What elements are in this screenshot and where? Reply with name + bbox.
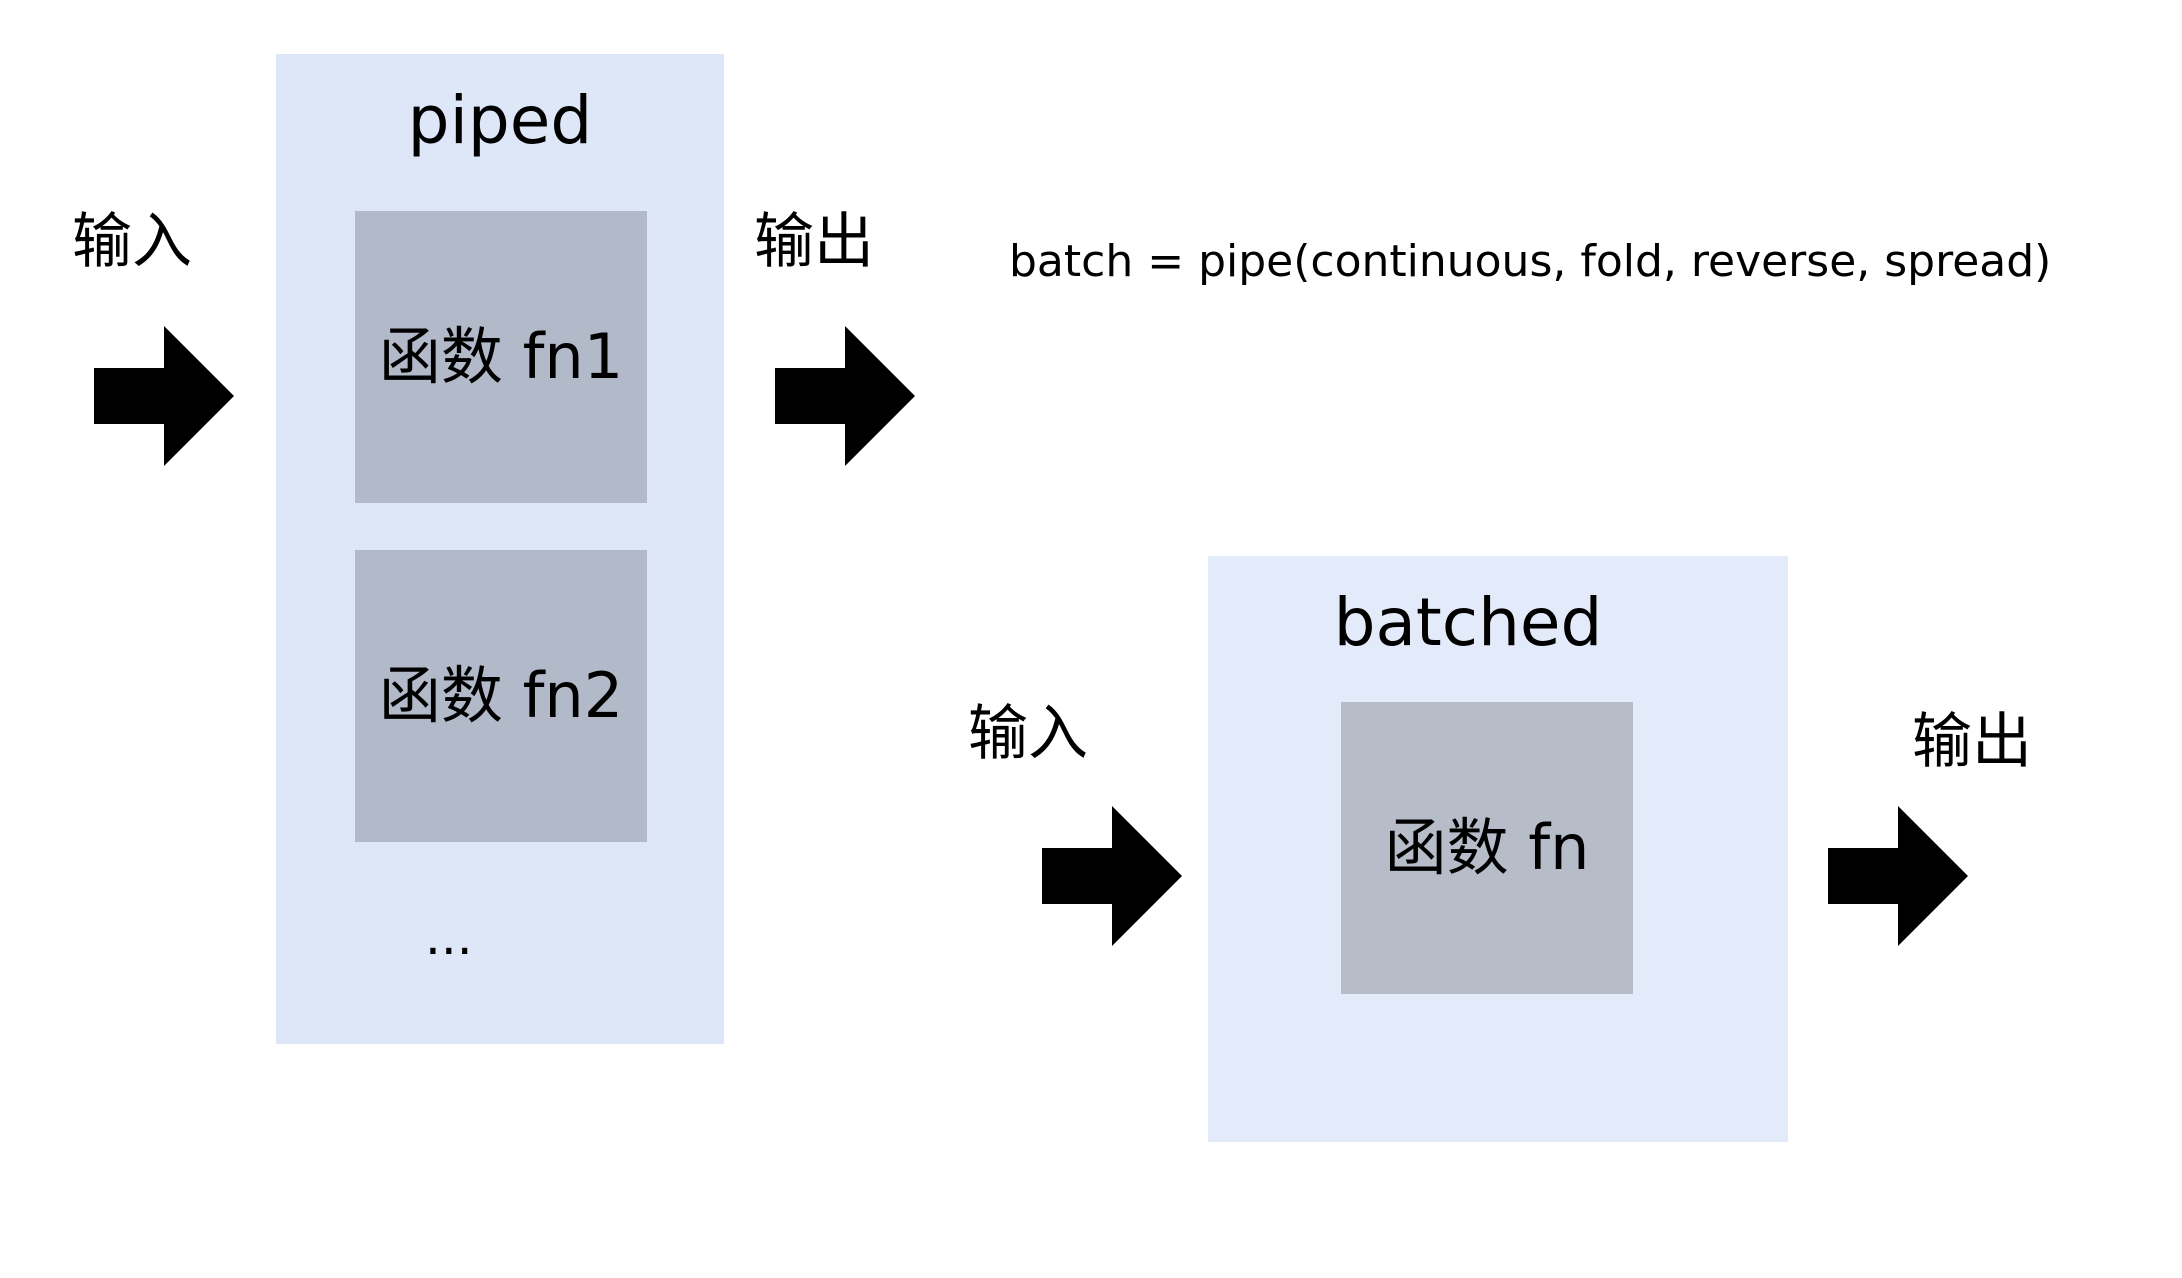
function-box-fn2: 函数 fn2 — [355, 550, 647, 842]
batched-output-label: 输出 — [1912, 707, 2032, 777]
right-arrow-icon — [94, 326, 234, 466]
batched-panel: batched 函数 fn — [1208, 556, 1788, 1142]
function-label-fn1: 函数 fn1 — [378, 320, 624, 393]
batch-code-line: batch = pipe(continuous, fold, reverse, … — [1009, 236, 2052, 287]
more-functions-ellipsis: ... — [425, 908, 473, 966]
batched-input-label: 输入 — [968, 699, 1088, 769]
piped-panel: piped 函数 fn1 函数 fn2 ... — [276, 54, 724, 1044]
piped-panel-title: piped — [407, 82, 593, 159]
right-arrow-icon — [1042, 806, 1182, 946]
function-label-fn2: 函数 fn2 — [378, 659, 624, 732]
function-label-fn: 函数 fn — [1384, 811, 1590, 884]
piped-output-label: 输出 — [754, 207, 874, 277]
right-arrow-icon — [775, 326, 915, 466]
piped-input-label: 输入 — [72, 207, 192, 277]
function-box-fn1: 函数 fn1 — [355, 211, 647, 503]
function-box-fn: 函数 fn — [1341, 702, 1633, 994]
batched-panel-title: batched — [1333, 584, 1603, 661]
right-arrow-icon — [1828, 806, 1968, 946]
